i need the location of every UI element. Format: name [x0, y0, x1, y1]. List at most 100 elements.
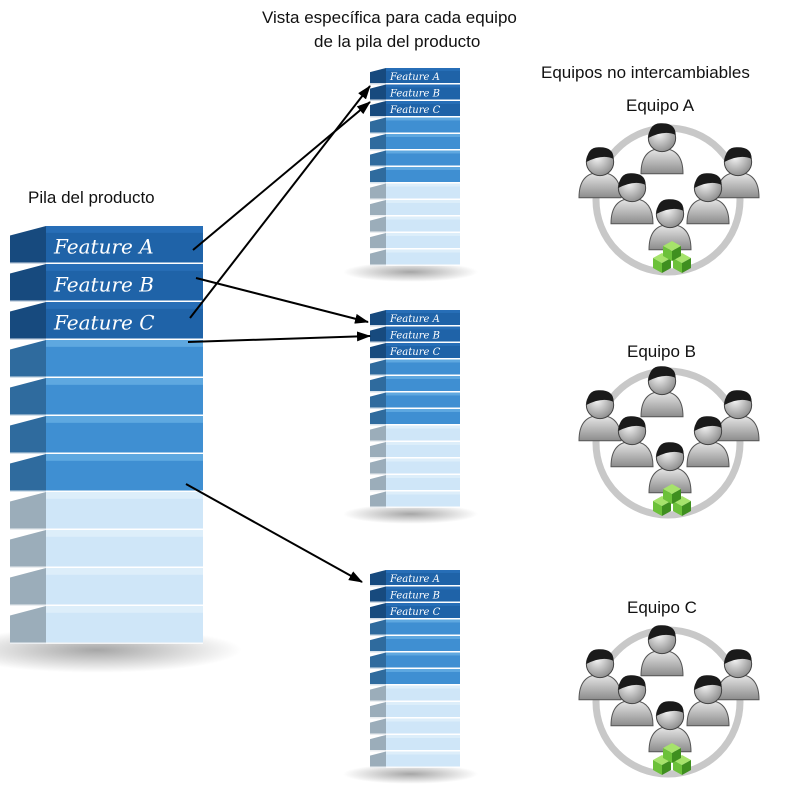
person-icon — [578, 390, 622, 442]
teams-heading: Equipos no intercambiables — [541, 63, 750, 82]
person-icon — [716, 649, 760, 701]
team-b-backlog-stack-slab — [370, 310, 460, 327]
product-backlog-stack-slab — [10, 454, 203, 492]
team-c-backlog-stack: Feature A Feature B Feature C — [343, 570, 478, 784]
team-b-backlog-stack-feature-label: Feature B — [389, 330, 440, 341]
team-a-backlog-stack-slab — [370, 200, 460, 217]
product-backlog-stack-slab — [10, 302, 203, 340]
product-backlog-stack-feature-label: Feature A — [53, 234, 154, 258]
team-b-backlog-stack-slab — [370, 326, 460, 343]
team-b-backlog-stack-slab — [370, 425, 460, 442]
person-icon — [610, 675, 654, 727]
team-c-backlog-stack-feature-label: Feature A — [389, 574, 440, 585]
team-c-backlog-stack-slab — [370, 735, 460, 752]
product-backlog-stack-slab — [10, 492, 203, 530]
team-c-backlog-stack-slab — [370, 751, 460, 768]
team-b-label: Equipo B — [627, 342, 696, 361]
team-c-backlog-stack-feature-label: Feature B — [389, 590, 440, 601]
team-c-backlog-stack-slab — [370, 685, 460, 702]
title-line-1: Vista específica para cada equipo — [262, 8, 517, 27]
person-icon — [716, 390, 760, 442]
team-c-label: Equipo C — [627, 598, 697, 617]
product-backlog-stack-slab — [10, 226, 203, 264]
mapping-arrow — [185, 483, 363, 583]
person-icon — [610, 173, 654, 225]
team-b-backlog-stack-feature-label: Feature A — [389, 314, 440, 325]
team-b-backlog-stack-slab — [370, 359, 460, 376]
product-backlog-stack-slab — [10, 264, 203, 302]
person-icon — [648, 199, 692, 251]
team-a-backlog-stack-feature-label: Feature B — [389, 88, 440, 99]
team-b-backlog-stack-slab — [370, 475, 460, 492]
product-backlog-stack-slab — [10, 568, 203, 606]
product-backlog-stack-slab — [10, 606, 203, 644]
product-backlog-stack-slab — [10, 378, 203, 416]
person-icon — [610, 416, 654, 468]
team-a-backlog-stack-slab — [370, 101, 460, 118]
team-b-backlog-stack-slab — [370, 392, 460, 409]
green-cubes-icon — [653, 241, 691, 273]
team-b-backlog-stack-slab — [370, 409, 460, 426]
mapping-arrow — [195, 277, 369, 324]
teams-layer — [578, 123, 760, 778]
team-b-backlog-stack-shadow — [343, 504, 478, 524]
person-icon — [648, 442, 692, 494]
team-a-backlog-stack-slab — [370, 216, 460, 233]
team-c-backlog-stack-shadow — [343, 764, 478, 784]
team-c-backlog-stack-slab — [370, 652, 460, 669]
team-c-backlog-stack-slab — [370, 702, 460, 719]
team-a-backlog-stack-slab — [370, 134, 460, 151]
mapping-arrow — [189, 85, 371, 319]
product-backlog-stack-slab — [10, 416, 203, 454]
team-c-backlog-stack-feature-label: Feature C — [389, 607, 441, 618]
team-a-backlog-stack-slab — [370, 117, 460, 134]
person-icon — [648, 701, 692, 753]
person-icon — [686, 675, 730, 727]
team-b-backlog-stack-slab — [370, 491, 460, 508]
green-cubes-icon — [653, 484, 691, 516]
team-b-backlog-stack-feature-label: Feature C — [389, 347, 441, 358]
team-b-backlog-stack-slab — [370, 376, 460, 393]
product-backlog-stack-slab — [10, 530, 203, 568]
person-icon — [686, 416, 730, 468]
team-a-backlog-stack-feature-label: Feature C — [389, 105, 441, 116]
team-a-backlog-stack: Feature A Feature B Feature C — [343, 68, 478, 282]
team-c-backlog-stack-slab — [370, 718, 460, 735]
team-c-backlog-stack-slab — [370, 586, 460, 603]
team-c-backlog-stack-slab — [370, 570, 460, 587]
person-icon — [686, 173, 730, 225]
team-c-backlog-stack-slab — [370, 603, 460, 620]
team-a-label: Equipo A — [626, 96, 695, 115]
team-c-backlog-stack-slab — [370, 619, 460, 636]
backlog-label: Pila del producto — [28, 188, 155, 207]
person-icon — [640, 366, 684, 418]
team-b-backlog-stack-slab — [370, 343, 460, 360]
team-c-group — [578, 625, 760, 778]
team-a-backlog-stack-slab — [370, 249, 460, 266]
person-icon — [716, 147, 760, 199]
mapping-arrow — [192, 101, 371, 251]
team-c-backlog-stack-slab — [370, 636, 460, 653]
team-a-backlog-stack-slab — [370, 167, 460, 184]
person-icon — [640, 123, 684, 175]
title-line-2: de la pila del producto — [314, 32, 481, 51]
team-a-backlog-stack-slab — [370, 84, 460, 101]
team-a-group — [578, 123, 760, 276]
green-cubes-icon — [653, 743, 691, 775]
team-a-backlog-stack-shadow — [343, 262, 478, 282]
person-icon — [578, 649, 622, 701]
team-a-backlog-stack-slab — [370, 233, 460, 250]
person-icon — [578, 147, 622, 199]
team-b-backlog-stack-slab — [370, 442, 460, 459]
team-a-backlog-stack-slab — [370, 150, 460, 167]
team-b-backlog-stack: Feature A Feature B Feature C — [343, 310, 478, 524]
team-a-backlog-stack-slab — [370, 183, 460, 200]
product-backlog-stack-feature-label: Feature B — [53, 272, 154, 296]
arrows-layer — [185, 85, 371, 583]
team-a-backlog-stack-feature-label: Feature A — [389, 72, 440, 83]
team-c-backlog-stack-slab — [370, 669, 460, 686]
